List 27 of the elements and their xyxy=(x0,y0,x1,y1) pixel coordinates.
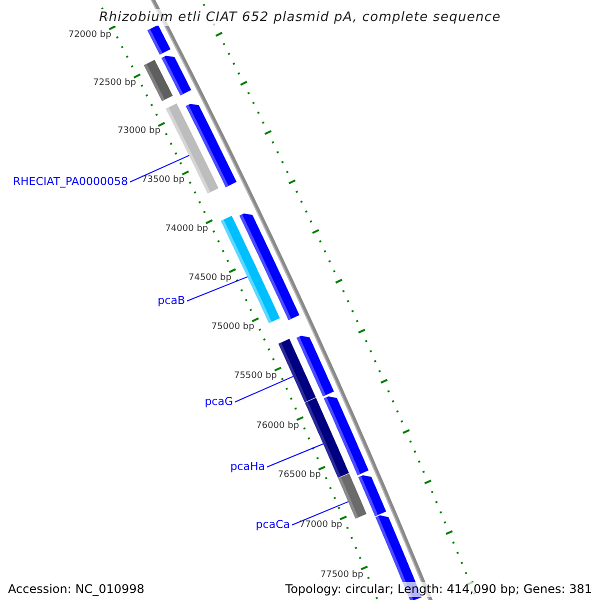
position-label: 73000 bp xyxy=(118,127,160,136)
gene-label: pcaG xyxy=(204,396,233,407)
leader-line xyxy=(266,443,324,468)
gene-block xyxy=(186,104,237,188)
leader-line xyxy=(130,154,190,182)
gene-block xyxy=(358,475,386,516)
position-label: 72000 bp xyxy=(68,30,112,40)
gene-label: pcaB xyxy=(158,295,185,306)
gene-label: pcaHa xyxy=(230,461,265,472)
position-label: 74500 bp xyxy=(188,274,232,283)
position-label: 76500 bp xyxy=(278,471,321,480)
gene-block xyxy=(240,214,300,320)
leader-line xyxy=(186,276,248,302)
position-label: 75500 bp xyxy=(234,372,277,382)
gene-block xyxy=(324,396,369,476)
gene-block xyxy=(147,24,170,55)
gene-label: RHECIAT_PA0000058 xyxy=(12,176,128,187)
gene-block xyxy=(296,336,334,396)
position-label: 73500 bp xyxy=(142,176,184,185)
position-label: 75000 bp xyxy=(211,322,254,332)
summary-text: Topology: circular; Length: 414,090 bp; Genes: 381 xyxy=(285,582,592,597)
leader-line xyxy=(292,501,349,526)
gene-block xyxy=(162,56,192,96)
accession-text: Accession: NC_010998 xyxy=(8,582,144,597)
gene-label: pcaCa xyxy=(256,519,290,530)
leader-line xyxy=(234,376,294,402)
position-label: 76000 bp xyxy=(256,422,300,431)
